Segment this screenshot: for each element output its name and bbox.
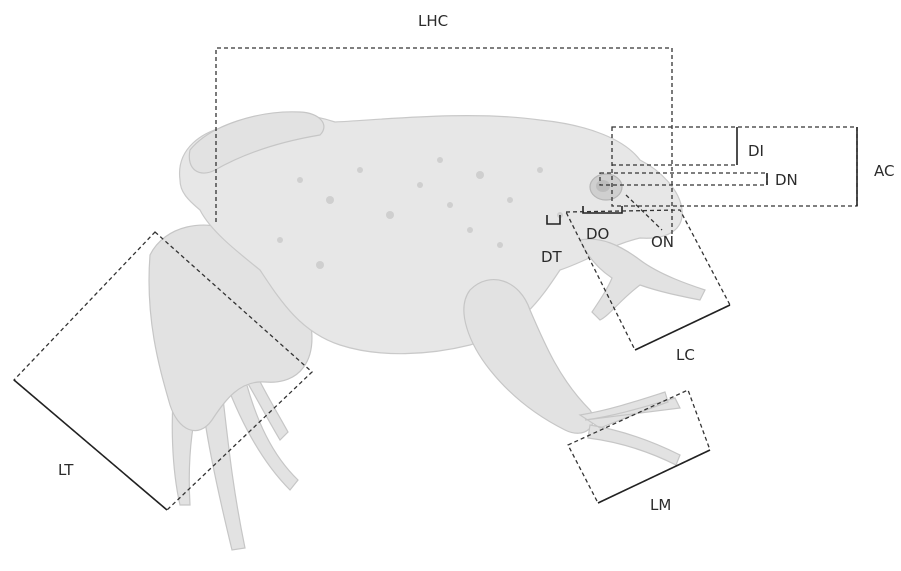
label-dt: DT	[541, 248, 563, 266]
label-lt: LT	[58, 461, 74, 479]
forelimb-near	[580, 239, 705, 320]
label-lc: LC	[676, 346, 695, 364]
front-hand	[580, 392, 680, 465]
label-ac: AC	[874, 162, 894, 180]
label-dn: DN	[775, 171, 798, 189]
frog-illustration	[149, 112, 705, 550]
lc-line	[635, 305, 730, 350]
label-di: DI	[748, 142, 764, 160]
label-lhc: LHC	[418, 12, 448, 30]
frog-pupil	[596, 180, 610, 192]
label-on: ON	[651, 233, 674, 251]
label-lm: LM	[650, 496, 671, 514]
lt-line	[14, 380, 167, 510]
label-do: DO	[586, 225, 609, 243]
